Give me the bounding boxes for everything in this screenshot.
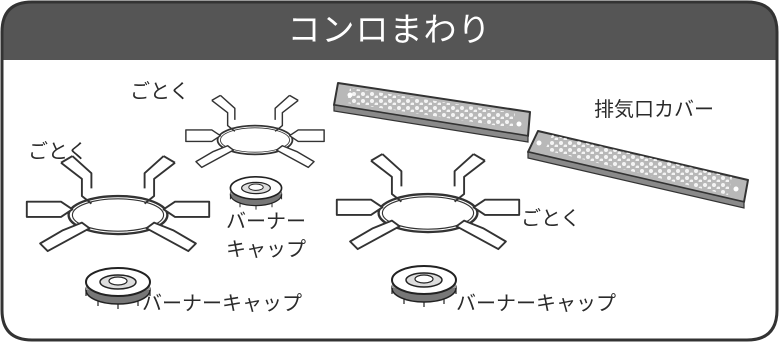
- burner-cap-right: [391, 265, 457, 308]
- trivet-right: [335, 152, 521, 251]
- label-exhaust-cover: 排気口カバー: [594, 97, 714, 121]
- label-burner-cap-mid-line2: キャップ: [226, 237, 306, 261]
- label-burner-cap-right: バーナーキャップ: [456, 291, 616, 315]
- label-gotoku-left: ごとく: [28, 139, 88, 163]
- trivet-left: [25, 154, 211, 253]
- trivet-top: [184, 94, 326, 169]
- page-title: コンロまわり: [287, 10, 492, 49]
- exhaust-cover-1: [333, 82, 531, 143]
- burner-cap-mid: [229, 176, 283, 211]
- header-bar: [2, 2, 777, 60]
- label-gotoku-right: ごとく: [521, 206, 581, 230]
- label-gotoku-top: ごとく: [130, 79, 190, 103]
- label-burner-cap-left: バーナーキャップ: [142, 291, 302, 315]
- label-burner-cap-mid-line1: バーナー: [226, 209, 306, 233]
- burner-cap-left: [85, 267, 151, 310]
- exhaust-cover-2: [527, 130, 749, 209]
